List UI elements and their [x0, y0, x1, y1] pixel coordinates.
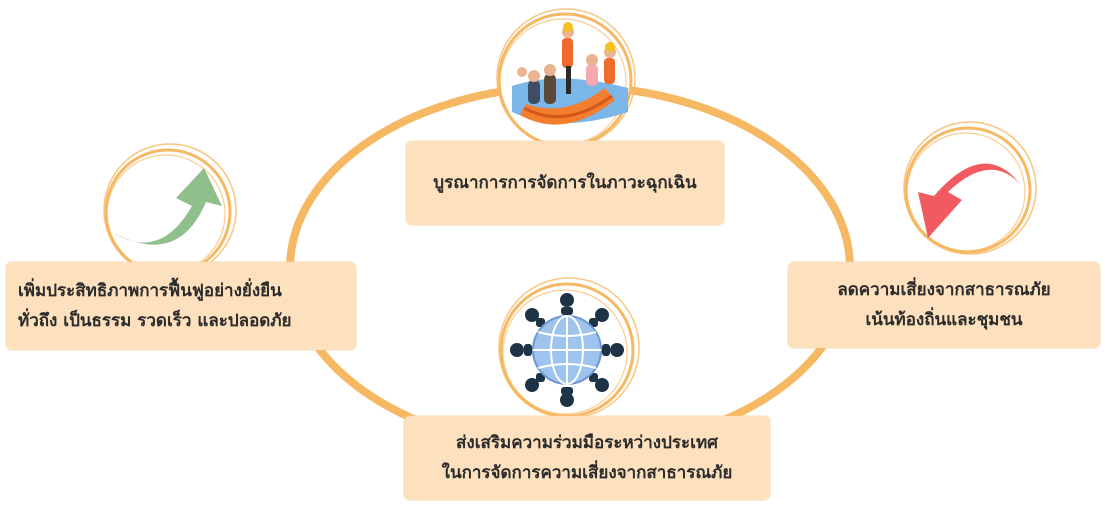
- rescue-boat-icon: [512, 22, 628, 125]
- top-node-circle: [496, 8, 636, 148]
- bottom-node-line-1: ส่งเสริมความร่วมมือระหว่างประเทศ: [456, 433, 718, 453]
- left-node-circle: [103, 143, 237, 277]
- right-node-circle: [903, 121, 1037, 255]
- bottom-node-card: ส่งเสริมความร่วมมือระหว่างประเทศ ในการจั…: [404, 416, 770, 500]
- left-node-line-2: ทั่วถึง เป็นธรรม รวดเร็ว และปลอดภัย: [18, 311, 292, 331]
- left-node-line-1: เพิ่มประสิทธิภาพการฟื้นฟูอย่างยั่งยืน: [18, 281, 282, 301]
- top-node-card: บูรณาการการจัดการในภาวะฉุกเฉิน: [406, 141, 724, 225]
- red-down-arrow-icon: [918, 163, 1020, 238]
- green-up-arrow-icon: [112, 168, 222, 245]
- right-node-line-2: เน้นท้องถิ่นและชุมชน: [865, 310, 1023, 330]
- bottom-node-circle: [498, 277, 640, 419]
- right-node-card: ลดความเสี่ยงจากสาธารณภัย เน้นท้องถิ่นและ…: [788, 262, 1100, 348]
- globe-network-icon: [510, 293, 624, 407]
- left-node-card: เพิ่มประสิทธิภาพการฟื้นฟูอย่างยั่งยืน ทั…: [6, 262, 356, 350]
- bottom-node-line-2: ในการจัดการความเสี่ยงจากสาธารณภัย: [441, 463, 733, 483]
- top-node-line-1: บูรณาการการจัดการในภาวะฉุกเฉิน: [433, 173, 697, 193]
- right-node-line-1: ลดความเสี่ยงจากสาธารณภัย: [837, 280, 1051, 300]
